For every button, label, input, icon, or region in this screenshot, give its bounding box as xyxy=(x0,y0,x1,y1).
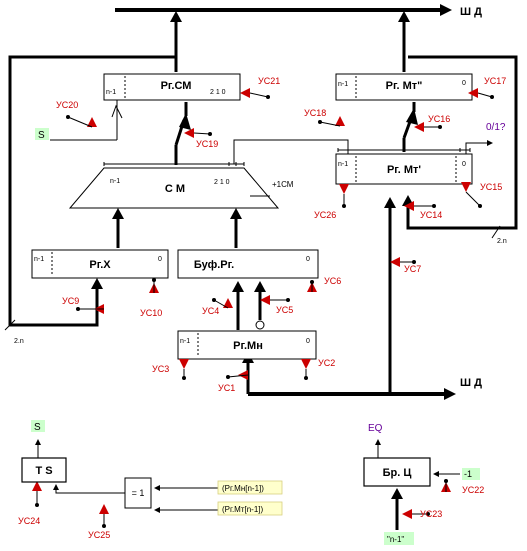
control-УС17-marker xyxy=(468,88,478,98)
control-УС14-marker xyxy=(404,201,414,211)
register-buf-rg: Буф.Рг. 0 xyxy=(177,249,319,279)
left-width-label: 2.n xyxy=(14,338,24,345)
adder-sm: n-1 С М 2 1 0 xyxy=(68,167,280,209)
control-УС20-label: УС20 xyxy=(56,100,78,110)
svg-text:n-1: n-1 xyxy=(106,89,116,96)
control-УС26-label: УС26 xyxy=(314,210,336,220)
input-mn-label: (Рг.Мн[n-1]) xyxy=(222,484,264,493)
register-rg-sm: n-1 Рг.СМ 2 1 0 xyxy=(103,73,241,101)
svg-text:n-1: n-1 xyxy=(34,256,44,263)
top-bus-label: Ш Д xyxy=(460,6,482,18)
control-УС22-label: УС22 xyxy=(462,485,484,495)
control-УС26-marker xyxy=(339,184,349,194)
ts-block: T S xyxy=(21,457,67,483)
control-УС21-marker xyxy=(240,88,250,98)
control-УС15-label: УС15 xyxy=(480,182,502,192)
svg-text:T S: T S xyxy=(35,465,52,477)
control-УС23-marker xyxy=(402,509,412,519)
control-УС24-label: УС24 xyxy=(18,516,40,526)
plus1-sm-label: +1СМ xyxy=(272,180,294,189)
svg-text:Рг. Мт": Рг. Мт" xyxy=(386,80,423,92)
svg-text:Рг.СМ: Рг.СМ xyxy=(161,80,192,92)
bottom-bus-label: Ш Д xyxy=(460,377,482,389)
control-УС15-marker xyxy=(461,182,471,192)
svg-text:n-1: n-1 xyxy=(110,178,120,185)
control-УС23-label: УС23 xyxy=(420,509,442,519)
s-top-label: S xyxy=(38,130,45,141)
control-УС3-marker xyxy=(179,359,189,369)
control-УС20-marker xyxy=(87,117,97,127)
control-УС4-marker xyxy=(223,298,233,308)
register-rg-mt2: n-1 Рг. Мт" 0 xyxy=(335,73,473,101)
n1-label: "n-1" xyxy=(387,535,404,544)
svg-text:Рг. Мт': Рг. Мт' xyxy=(387,164,421,176)
control-УС7-label: УС7 xyxy=(404,264,421,274)
control-УС18-label: УС18 xyxy=(304,108,326,118)
svg-text:Буф.Рг.: Буф.Рг. xyxy=(194,259,234,271)
svg-text:0: 0 xyxy=(306,256,310,263)
control-УС2-marker xyxy=(301,359,311,369)
register-rg-mn: n-1 Рг.Мн 0 xyxy=(177,330,317,360)
svg-text:Рг.Х: Рг.Х xyxy=(89,259,111,271)
br-c-block: Бр. Ц xyxy=(363,457,431,487)
right-width-label: 2.n xyxy=(497,238,507,245)
minus1-label: -1 xyxy=(464,469,472,479)
input-mt-label: (Рг.Мт[n-1]) xyxy=(222,505,264,514)
control-УС1-label: УС1 xyxy=(218,383,235,393)
control-УС19-label: УС19 xyxy=(196,139,218,149)
control-УС7-marker xyxy=(390,257,400,267)
svg-text:С М: С М xyxy=(165,183,185,195)
svg-text:Рг.Мн: Рг.Мн xyxy=(233,340,263,352)
s-bottom-label: S xyxy=(34,422,41,433)
control-УС19-marker xyxy=(184,128,194,138)
svg-text:0: 0 xyxy=(306,338,310,345)
control-УС5-label: УС5 xyxy=(276,305,293,315)
control-УС21-label: УС21 xyxy=(258,76,280,86)
control-УС4-label: УС4 xyxy=(202,306,219,316)
svg-text:= 1: = 1 xyxy=(132,488,145,498)
control-УС10-label: УС10 xyxy=(140,308,162,318)
control-УС25-label: УС25 xyxy=(88,530,110,540)
svg-text:0: 0 xyxy=(462,80,466,87)
control-УС18-marker xyxy=(335,116,345,126)
svg-text:0: 0 xyxy=(158,256,162,263)
svg-text:n-1: n-1 xyxy=(180,338,190,345)
control-УС16-label: УС16 xyxy=(428,114,450,124)
control-УС5-marker xyxy=(260,295,270,305)
svg-text:2 1 0: 2 1 0 xyxy=(214,179,230,186)
control-УС16-marker xyxy=(414,122,424,132)
register-rg-x: n-1 Рг.Х 0 xyxy=(31,249,169,279)
svg-text:0: 0 xyxy=(462,161,466,168)
control-УС9-label: УС9 xyxy=(62,296,79,306)
s-top-bg xyxy=(35,128,49,140)
control-УС24-marker xyxy=(32,481,42,491)
control-УС25-marker xyxy=(99,504,109,514)
out-01-label: 0/1? xyxy=(486,122,506,133)
control-УС17-label: УС17 xyxy=(484,76,506,86)
svg-text:Бр. Ц: Бр. Ц xyxy=(383,467,412,479)
control-УС3-label: УС3 xyxy=(152,364,169,374)
control-УС2-label: УС2 xyxy=(318,358,335,368)
svg-text:n-1: n-1 xyxy=(338,81,348,88)
svg-text:2 1 0: 2 1 0 xyxy=(210,89,226,96)
control-УС14-label: УС14 xyxy=(420,210,442,220)
eq-label: EQ xyxy=(368,423,383,434)
register-rg-mt1: n-1 Рг. Мт' 0 xyxy=(335,153,473,185)
svg-text:n-1: n-1 xyxy=(338,161,348,168)
control-УС6-label: УС6 xyxy=(324,276,341,286)
xor-block: = 1 xyxy=(124,477,152,509)
